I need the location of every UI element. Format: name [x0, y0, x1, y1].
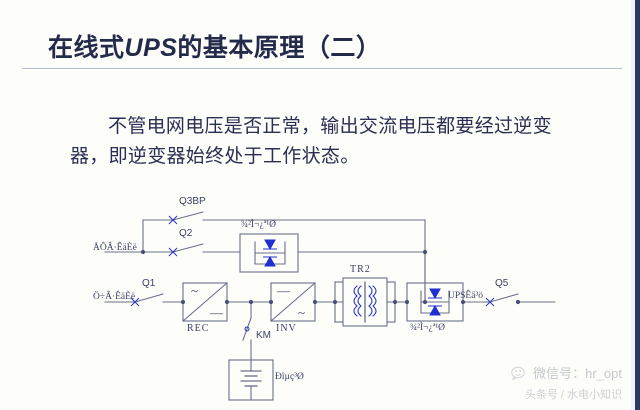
ups-circuit-diagram: ~ — — ~ Q3BP Q2 Q1 Q5 KM REC INV TR2 ÅÔÂ… [93, 190, 565, 405]
switch-blade-q1 [134, 293, 164, 303]
label-main-input: Ö÷Â·ÊäÈë [93, 292, 136, 302]
contact-mark-q2 [168, 247, 178, 257]
switch-blade-km [242, 317, 252, 341]
label-q1: Q1 [142, 278, 156, 289]
node-inv-in [268, 299, 274, 305]
contact-mark-q1 [130, 297, 140, 307]
rectifier-diagonal [182, 282, 228, 322]
thyristor-symbols-bottom [428, 288, 442, 316]
title-prefix: 在线式 [48, 34, 125, 62]
rectifier-dc-symbol: — [209, 305, 224, 320]
battery-cells [240, 370, 262, 387]
label-static-switch-bottom: ¾²Ì¬¿ª¹Ø [410, 323, 446, 333]
inverter-diagonal [270, 282, 316, 322]
inverter-ac-symbol: ~ [298, 305, 305, 320]
title-underline-rule [22, 68, 622, 69]
label-static-switch-top: ¾²Ì¬¿ª¹Ø [241, 220, 277, 230]
thyristor-down-bottom [429, 288, 441, 300]
label-km: KM [256, 330, 271, 341]
label-ups-output: UPSÊä³ö [448, 291, 484, 301]
watermark: 微信号：hr_opt 头条号 / 水电小知识 [511, 363, 622, 402]
node-rec-out [224, 299, 230, 305]
node-sw2-out [460, 299, 466, 305]
label-q3bp: Q3BP [179, 196, 206, 207]
thyristor-up-bottom [429, 304, 441, 316]
inverter-dc-symbol: — [276, 283, 291, 298]
label-q5: Q5 [495, 278, 509, 289]
node-q5-out [515, 299, 521, 305]
switch-blade-q5 [489, 293, 519, 303]
switch-contact-marks [130, 215, 495, 332]
watermark-toutiao-text: 头条号 / 水电小知识 [524, 389, 622, 401]
contact-mark-q5 [485, 297, 495, 307]
switch-blade-q2 [172, 243, 204, 253]
contact-mark-q3bp [168, 215, 178, 225]
node-inv-out [312, 299, 318, 305]
label-tr2: TR2 [350, 264, 371, 275]
title-suffix: 的基本原理（二） [177, 34, 382, 62]
label-inv: INV [276, 323, 297, 334]
slide-right-border [635, 0, 640, 410]
node-tr-out [392, 299, 398, 305]
watermark-wechat-line: 微信号：hr_opt [511, 363, 622, 384]
wechat-icon [511, 366, 529, 384]
label-battery: Ðîµç³Ø [275, 372, 304, 382]
transformer-windings [353, 285, 377, 317]
title-italic-ups: UPS [124, 34, 178, 62]
label-bypass-input: ÅÔÂ·ÊäÈë [93, 243, 137, 253]
static-switch-box-top [239, 233, 299, 273]
watermark-wechat-text: 微信号：hr_opt [533, 366, 622, 382]
contact-mark-km [244, 326, 250, 332]
page-title: 在线式UPS的基本原理（二） [48, 28, 381, 64]
thyristor-symbols-top [263, 239, 277, 267]
label-q2: Q2 [179, 228, 193, 239]
node-bypass-bus [422, 249, 428, 255]
slide-right-accent [631, 0, 635, 410]
junction-dots [140, 249, 521, 305]
node-rec-in [180, 299, 186, 305]
wechat-icon-svg [511, 366, 525, 381]
circuit-svg: ~ — — ~ [104, 211, 556, 401]
node-output-bus [422, 299, 428, 305]
thyristor-down-top [264, 239, 276, 251]
switch-blade-q3bp [172, 211, 204, 221]
body-paragraph: 不管电网电压是否正常，输出交流电压都要经过逆变器，即逆变器始终处于工作状态。 [70, 116, 552, 167]
node-tr-in [332, 299, 338, 305]
node-dc-bus [248, 299, 254, 305]
node-bypass-tap [140, 249, 146, 255]
thyristor-up-top [264, 255, 276, 267]
node-sw2-in [404, 299, 410, 305]
label-rec: REC [187, 323, 210, 334]
rectifier-ac-symbol: ~ [191, 283, 198, 298]
